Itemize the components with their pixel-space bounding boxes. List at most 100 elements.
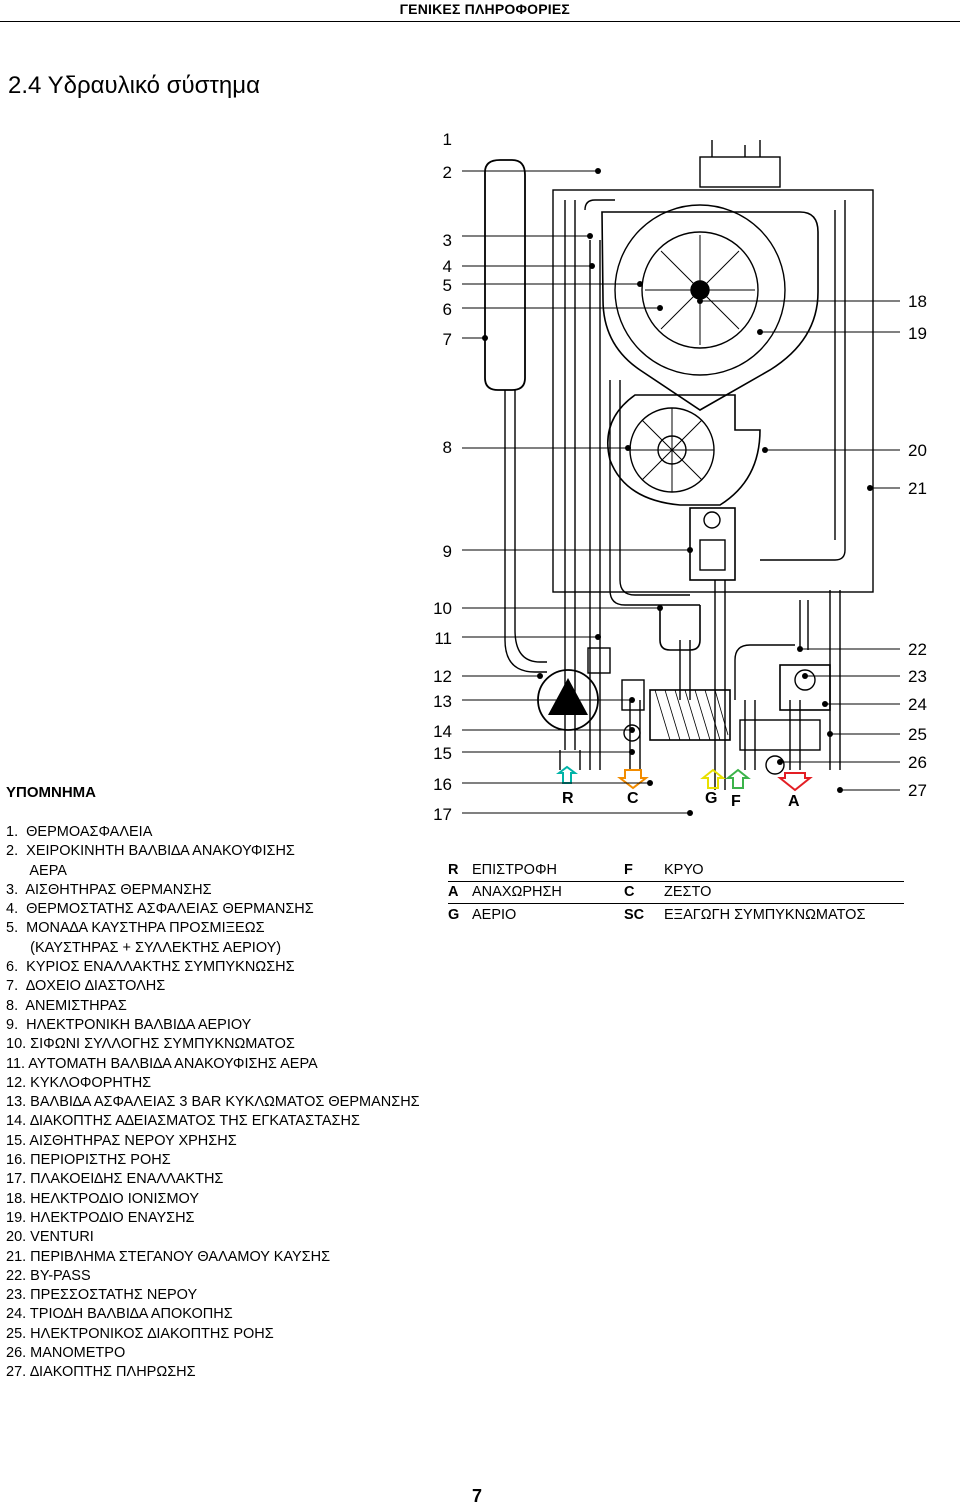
- conn-label-a: A: [788, 793, 800, 810]
- callout-13: 13: [433, 692, 452, 711]
- legend-item: ΑΕΡΑ: [6, 862, 67, 879]
- legend-item: 6. ΚΥΡΙΟΣ ΕΝΑΛΛΑΚΤΗΣ ΣΥΜΠΥΚΝΩΣΗΣ: [6, 959, 295, 976]
- callout-17: 17: [433, 805, 452, 824]
- key-text-f: ΚΡΥΟ: [664, 862, 704, 878]
- legend-item: 13. ΒΑΛΒΙ∆Α ΑΣΦΑΛΕΙΑΣ 3 BAR ΚΥΚΛΩΜΑΤΟΣ Θ…: [6, 1094, 420, 1111]
- burner-disc: [641, 231, 759, 349]
- key-code-a: A: [448, 884, 459, 900]
- boiler-casing: [552, 189, 874, 593]
- callout-22: 22: [908, 640, 927, 659]
- callout-18: 18: [908, 292, 927, 311]
- legend-item: 5. ΜΟΝΑ∆Α ΚΑΥΣΤΗΡΑ ΠΡΟΣΜΙΞΕΩΣ: [6, 920, 265, 937]
- legend-item: 10. ΣΙΦΩΝΙ ΣΥΛΛΟΓΗΣ ΣΥΜΠΥΚΝΩΜΑΤΟΣ: [6, 1036, 295, 1053]
- callout-8: 8: [442, 438, 452, 457]
- legend-item: 1. ΘΕΡΜΟΑΣΦΑΛΕΙΑ: [6, 824, 153, 840]
- conn-arrow-a: [777, 772, 813, 792]
- legend-title: ΥΠΟΜΝΗΜΑ: [6, 784, 96, 801]
- condensate-siphon: [659, 605, 701, 651]
- key-code-r: R: [448, 862, 459, 878]
- conn-label-f: F: [731, 793, 741, 810]
- key-text-a: ΑΝΑΧΩΡΗΣΗ: [472, 884, 562, 900]
- header-rule: [0, 21, 960, 22]
- key-rule-2: [448, 903, 904, 904]
- conn-arrow-f: [725, 768, 751, 789]
- key-text-g: ΑΕΡΙΟ: [472, 907, 517, 923]
- bypass: [734, 644, 795, 700]
- key-text-sc: ΕΞΑΓΩΓΗ ΣΥΜΠΥΚΝΩΜΑΤΟΣ: [664, 907, 866, 923]
- legend-item: 9. ΗΛΕΚΤΡΟΝΙΚΗ ΒΑΛΒΙ∆Α ΑΕΡΙΟΥ: [6, 1016, 252, 1033]
- callout-1: 1: [442, 130, 452, 149]
- leader-lines-left: [462, 170, 690, 814]
- pipework: [559, 199, 846, 790]
- callout-10: 10: [433, 599, 452, 618]
- callout-6: 6: [442, 300, 452, 319]
- legend-item: 21. ΠΕΡΙΒΛΗΜΑ ΣΤΕΓΑΝΟΥ ΘΑΛΑΜΟΥ ΚΑΥΣΗΣ: [6, 1248, 331, 1265]
- fan-housing: [606, 394, 761, 506]
- callout-2: 2: [442, 163, 452, 182]
- key-code-g: G: [448, 907, 460, 923]
- callout-15: 15: [433, 744, 452, 763]
- callout-14: 14: [433, 722, 452, 741]
- page-header: ΓΕΝΙΚΕΣ ΠΛΗΡΟΦΟΡΙΕΣ: [0, 0, 960, 22]
- legend-item: 22. BY-PASS: [6, 1267, 91, 1284]
- legend-item: (ΚΑΥΣΤΗΡΑΣ + ΣΥΛΛΕΚΤΗΣ ΑΕΡΙΟΥ): [6, 939, 282, 956]
- callout-24: 24: [908, 695, 927, 714]
- conn-arrow-c: [617, 769, 649, 790]
- legend-item: 27. ∆ΙΑΚΟΠΤΗΣ ΠΛΗΡΩΣΗΣ: [6, 1364, 196, 1381]
- legend-item: 2. ΧΕΙΡΟΚΙΝΗΤΗ ΒΑΛΒΙ∆Α ΑΝΑΚΟΥΦΙΣΗΣ: [6, 843, 295, 860]
- callout-4: 4: [442, 257, 452, 276]
- gas-valve: [689, 507, 736, 581]
- legend-item: 24. ΤΡΙΟ∆Η ΒΑΛΒΙ∆Α ΑΠΟΚΟΠΗΣ: [6, 1306, 233, 1323]
- key-code-c: C: [624, 884, 635, 900]
- flue-outlet: [699, 156, 781, 188]
- diverter-valve: [779, 664, 831, 711]
- callout-19: 19: [908, 324, 927, 343]
- conn-label-r: R: [562, 790, 574, 807]
- callout-26: 26: [908, 753, 927, 772]
- legend-item: 4. ΘΕΡΜΟΣΤΑΤΗΣ ΑΣΦΑΛΕΙΑΣ ΘΕΡΜΑΝΣΗΣ: [6, 901, 314, 918]
- legend-item: 23. ΠΡΕΣΣΟΣΤΑΤΗΣ ΝΕΡΟΥ: [6, 1287, 198, 1304]
- callout-21: 21: [908, 479, 927, 498]
- conn-label-c: C: [627, 790, 639, 807]
- legend-item: 7. ∆ΟΧΕΙΟ ∆ΙΑΣΤΟΛΗΣ: [6, 978, 166, 995]
- legend-item: 18. ΗΕΛΚΤΡΟ∆ΙΟ ΙΟΝΙΣΜΟΥ: [6, 1190, 200, 1207]
- callout-16: 16: [433, 775, 452, 794]
- key-code-sc: SC: [624, 907, 645, 923]
- callout-12: 12: [433, 667, 452, 686]
- key-rule-1: [448, 881, 904, 882]
- legend-item: 15. ΑΙΣΘΗΤΗΡΑΣ ΝΕΡΟΥ ΧΡΗΣΗΣ: [6, 1132, 237, 1149]
- leader-dots: [482, 168, 873, 816]
- callout-7: 7: [442, 330, 452, 349]
- callout-3: 3: [442, 231, 452, 250]
- expansion-vessel: [484, 159, 526, 391]
- callout-20: 20: [908, 441, 927, 460]
- conn-arrow-g: [700, 768, 726, 789]
- expansion-pipe: [504, 390, 547, 673]
- legend-item: 12. ΚΥΚΛΟΦΟΡΗΤΗΣ: [6, 1074, 152, 1091]
- legend-item: 20. VENTURI: [6, 1229, 94, 1246]
- legend-item: 8. ΑΝΕΜΙΣΤΗΡΑΣ: [6, 997, 127, 1014]
- callout-23: 23: [908, 667, 927, 686]
- legend-list: 1. ΘΕΡΜΟΑΣΦΑΛΕΙΑ 2. ΧΕΙΡΟΚΙΝΗΤΗ ΒΑΛΒΙ∆Α …: [6, 823, 420, 1383]
- conn-arrow-r: [556, 765, 578, 784]
- key-row-g: G ΑΕΡΙΟ: [448, 907, 516, 927]
- legend-item: 25. ΗΛΕΚΤΡΟΝΙΚΟΣ ∆ΙΑΚΟΠΤΗΣ ΡΟΗΣ: [6, 1325, 274, 1342]
- leader-lines-right: [700, 300, 900, 791]
- header-title: ΓΕΝΙΚΕΣ ΠΛΗΡΟΦΟΡΙΕΣ: [399, 1, 570, 17]
- legend-item: 14. ∆ΙΑΚΟΠΤΗΣ Α∆ΕΙΑΣΜΑΤΟΣ ΤΗΣ ΕΓΚΑΤΑΣΤΑΣ…: [6, 1113, 360, 1130]
- key-row-a: A ΑΝΑΧΩΡΗΣΗ: [448, 884, 562, 904]
- legend-item: 16. ΠΕΡΙΟΡΙΣΤΗΣ ΡΟΗΣ: [6, 1152, 171, 1169]
- callout-25: 25: [908, 725, 927, 744]
- legend-item: 11. ΑΥΤΟΜΑΤΗ ΒΑΛΒΙ∆Α ΑΝΑΚΟΥΦΙΣΗΣ ΑΕΡΑ: [6, 1055, 318, 1072]
- key-row-c: C ΖΕΣΤΟ: [624, 884, 711, 904]
- key-row-sc: SC ΕΞΑΓΩΓΗ ΣΥΜΠΥΚΝΩΜΑΤΟΣ: [624, 907, 865, 927]
- legend-item: 26. ΜΑΝΟΜΕΤΡΟ: [6, 1345, 126, 1362]
- page-number: 7: [472, 1486, 483, 1506]
- conn-label-g: G: [705, 790, 718, 807]
- key-text-c: ΖΕΣΤΟ: [664, 884, 712, 900]
- manometer: [765, 755, 785, 775]
- legend-item: 17. ΠΛΑΚΟΕΙ∆ΗΣ ΕΝΑΛΛΑΚΤΗΣ: [6, 1171, 224, 1188]
